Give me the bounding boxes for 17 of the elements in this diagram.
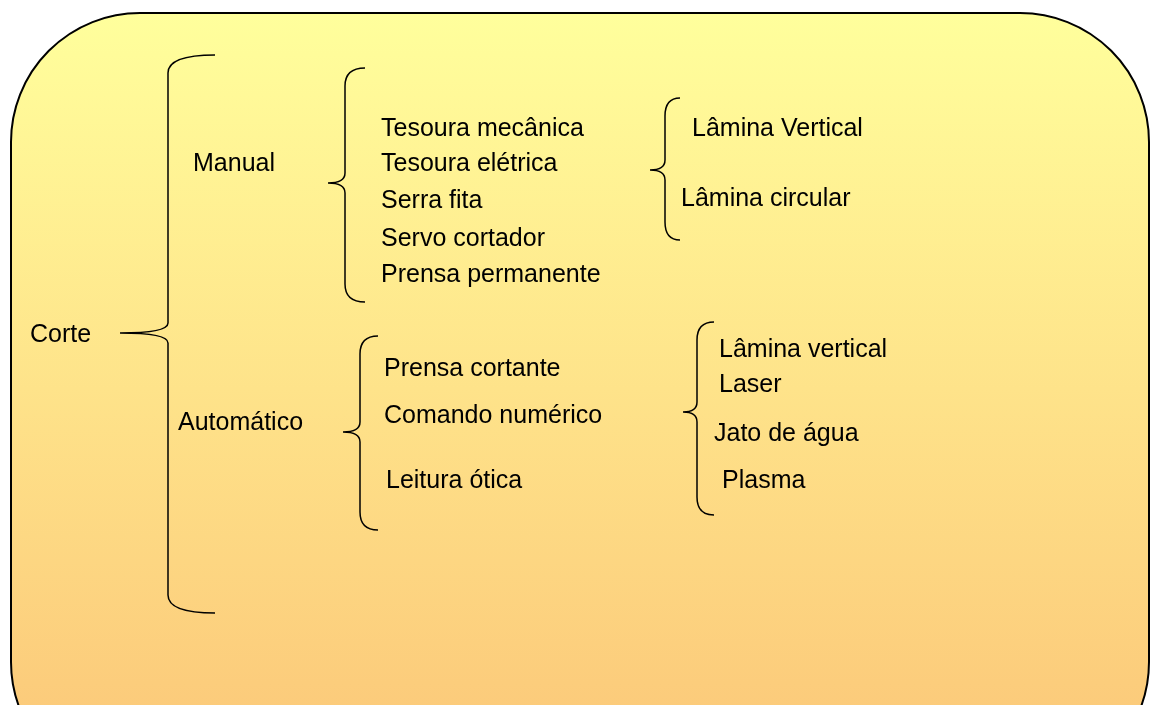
label-text: Servo cortador: [381, 224, 545, 250]
label-text: Lâmina circular: [681, 184, 851, 210]
label-text: Jato de água: [714, 419, 859, 445]
label-text: Lâmina vertical: [719, 335, 888, 361]
label-text: Tesoura mecânica: [381, 114, 584, 140]
label-text: Manual: [193, 149, 275, 175]
label-text: Leitura ótica: [386, 466, 523, 492]
label-text: Automático: [178, 408, 304, 434]
label-text: Plasma: [722, 466, 806, 492]
label-text: Comando numérico: [384, 401, 603, 427]
label-text: Lâmina Vertical: [692, 114, 863, 140]
label-text: Tesoura elétrica: [381, 149, 558, 175]
label-text: Prensa cortante: [384, 354, 561, 380]
label-text: Laser: [719, 370, 782, 396]
label-text: Prensa permanente: [381, 260, 601, 286]
label-text: Serra fita: [381, 186, 483, 212]
label-text: Corte: [30, 320, 92, 346]
